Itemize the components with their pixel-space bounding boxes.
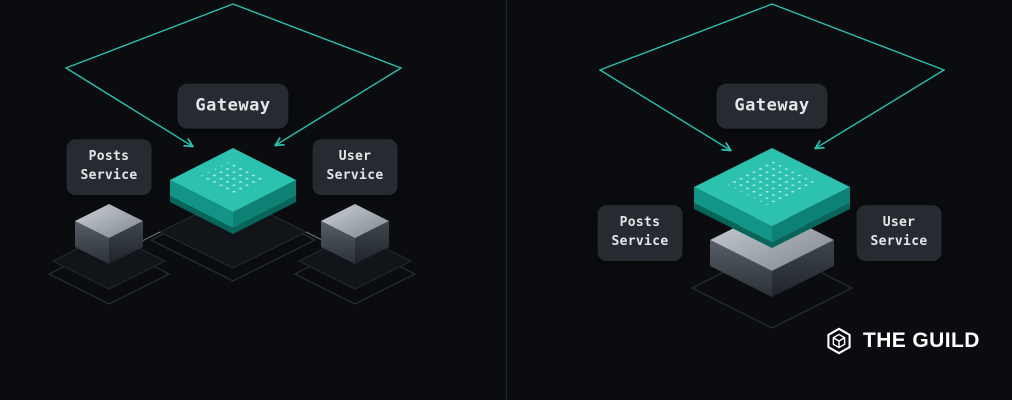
right-gateway-cube-stripe xyxy=(772,203,850,248)
guild-hexagon-icon xyxy=(827,327,851,355)
right-gateway-cube-right-face xyxy=(772,187,850,242)
left-posts-cube-right-face xyxy=(109,221,143,264)
left-user-service-label: User Service xyxy=(312,139,398,195)
left-posts-cube-top xyxy=(75,204,143,238)
left-gateway-label: Gateway xyxy=(177,83,289,129)
logo-text: THE GUILD xyxy=(863,329,980,352)
left-gateway-cube-right-face xyxy=(233,180,296,228)
panel-divider xyxy=(506,0,507,400)
right-services-cube-right-face xyxy=(772,240,834,297)
right-gateway-label: Gateway xyxy=(716,83,828,129)
left-gateway-cube-stripe xyxy=(233,196,296,234)
traffic-arrow-icon xyxy=(232,3,403,147)
traffic-arrow-icon xyxy=(598,3,773,152)
left-gateway-cube-dots xyxy=(197,160,269,196)
traffic-arrow-icon xyxy=(771,3,946,150)
right-panel-scene xyxy=(598,3,946,329)
left-posts-service-label: Posts Service xyxy=(66,139,152,195)
left-posts-cube-left-face xyxy=(75,221,109,264)
right-gateway-cube-dots xyxy=(726,161,818,207)
the-guild-logo: THE GUILD xyxy=(824,326,980,356)
left-user-cube-top xyxy=(321,204,389,238)
left-user-cube-right-face xyxy=(355,221,389,264)
right-user-service-label: User Service xyxy=(856,205,942,261)
left-panel-scene xyxy=(47,3,417,305)
traffic-arrow-icon xyxy=(64,3,234,148)
left-gateway-cube-left-face xyxy=(170,180,233,228)
right-gateway-cube-left-face xyxy=(694,187,772,242)
right-services-cube-left-face xyxy=(710,240,772,297)
right-posts-service-label: Posts Service xyxy=(597,205,683,261)
left-gateway-cube-stripe xyxy=(170,196,233,234)
right-gateway-cube-stripe xyxy=(694,203,772,248)
left-user-cube-left-face xyxy=(321,221,355,264)
right-ground-outline xyxy=(690,247,854,329)
